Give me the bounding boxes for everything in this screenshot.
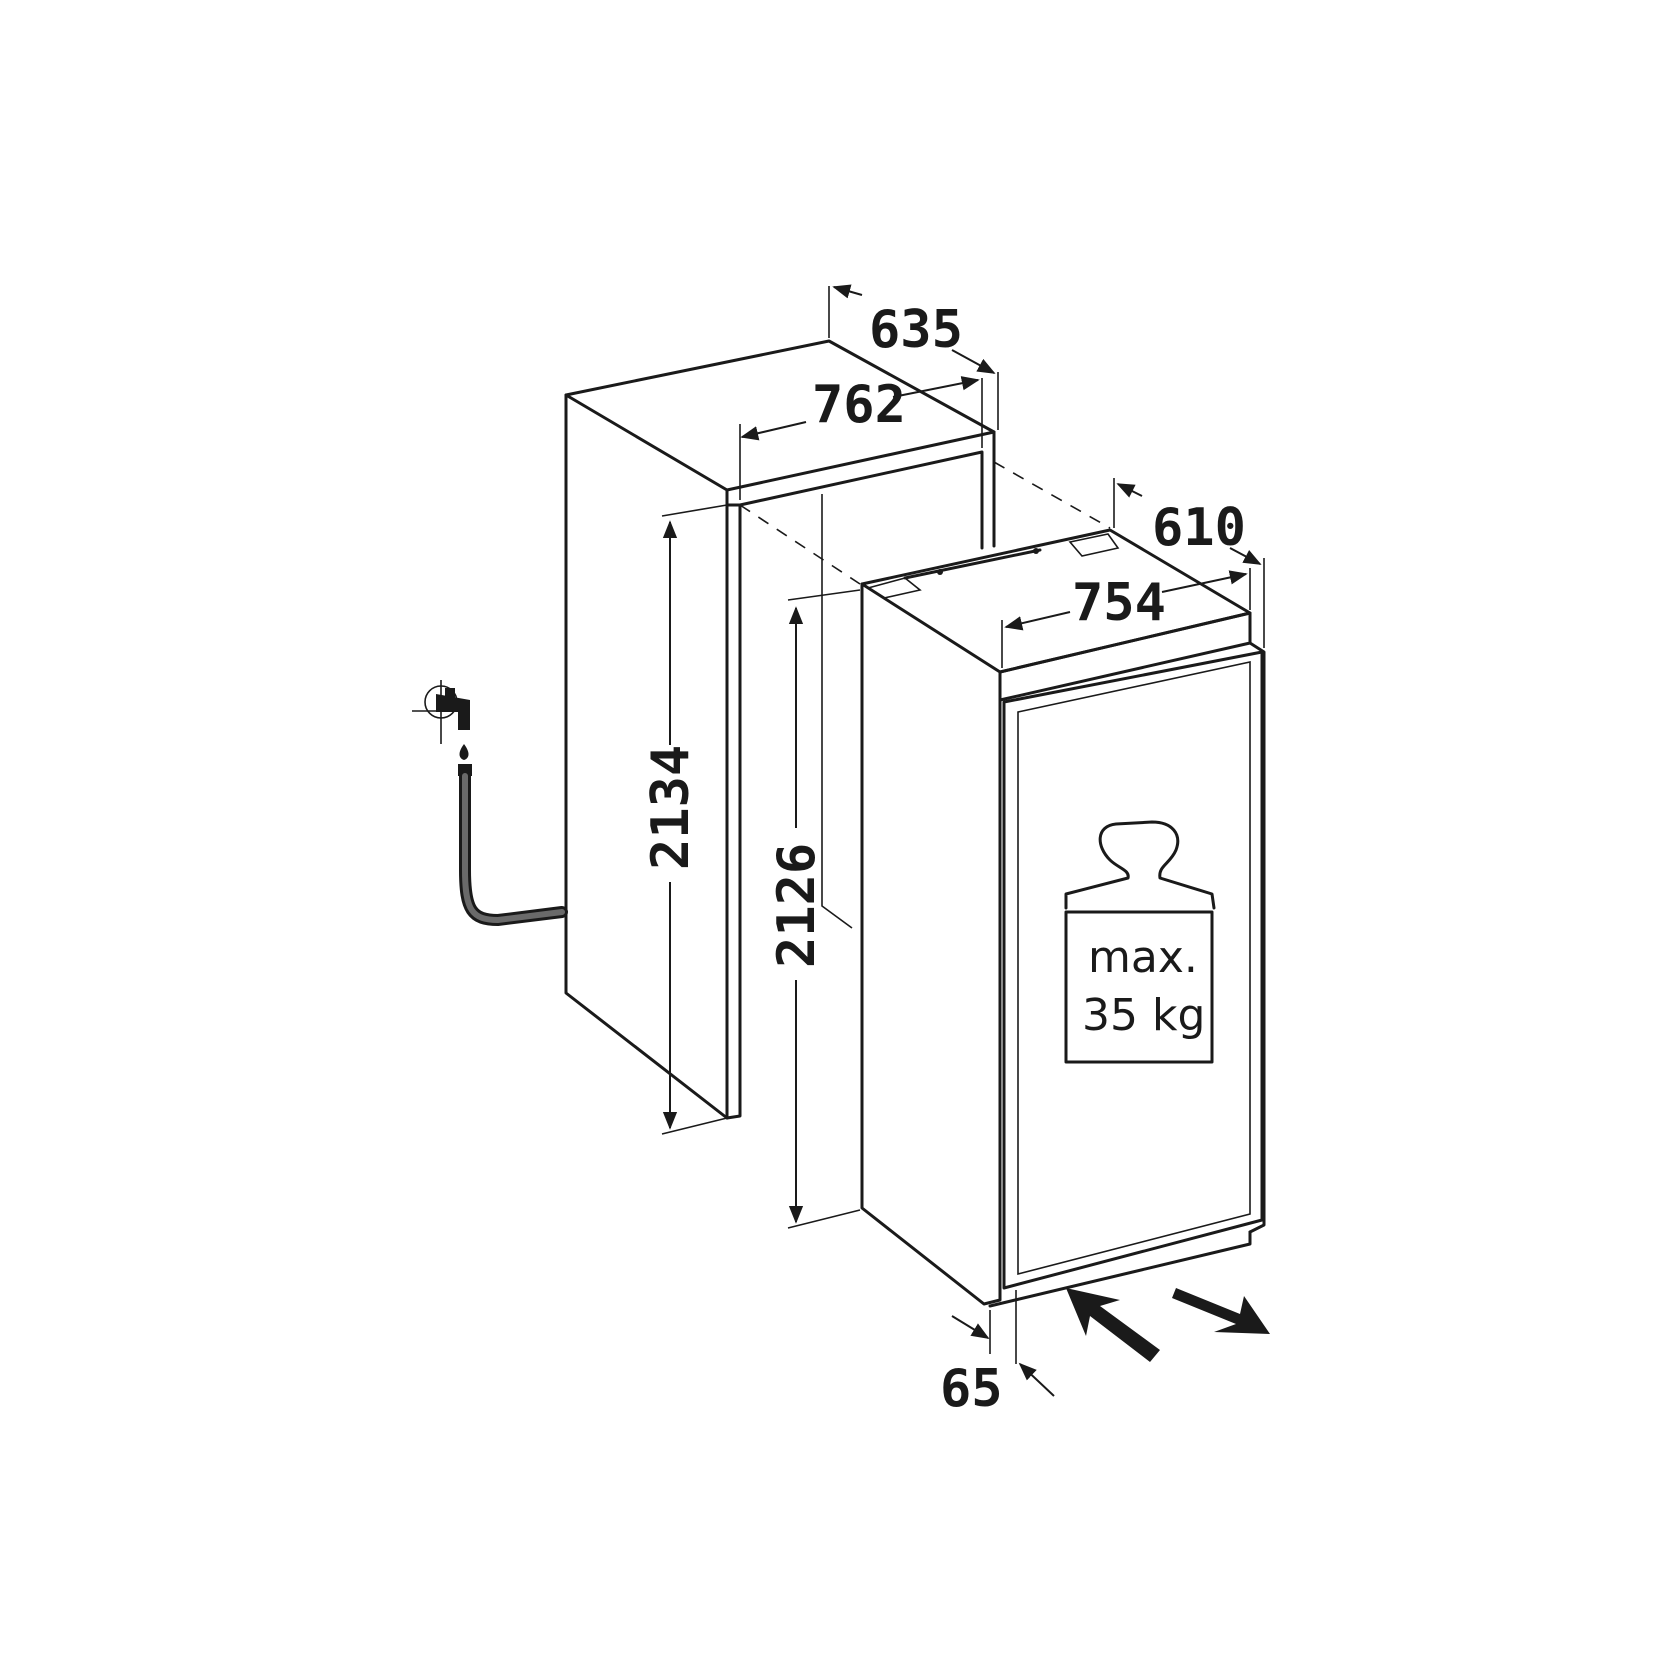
- dimension-762: 762: [739, 375, 983, 500]
- appliance: [860, 528, 1266, 1308]
- weight-line1: max.: [1088, 932, 1198, 983]
- label-2126: 2126: [767, 843, 827, 968]
- dimension-754: 754: [1001, 568, 1251, 668]
- dimension-2134: 2134: [641, 504, 728, 1135]
- label-2134: 2134: [641, 745, 701, 870]
- water-hose: [459, 770, 568, 927]
- label-762: 762: [812, 375, 906, 435]
- alignment-guides: [739, 461, 1111, 585]
- label-754: 754: [1072, 573, 1166, 633]
- dimension-65: 65: [940, 1290, 1055, 1419]
- dimension-610: 610: [1113, 478, 1265, 648]
- dimension-2126: 2126: [767, 589, 861, 1229]
- weight-icon: max. 35 kg: [1064, 820, 1216, 1064]
- weight-line2: 35 kg: [1082, 990, 1205, 1041]
- label-635: 635: [869, 300, 963, 360]
- water-tap-icon: [412, 680, 472, 776]
- dimension-635: 635: [828, 284, 999, 430]
- label-610: 610: [1152, 498, 1246, 558]
- label-65: 65: [940, 1359, 1003, 1419]
- push-in-arrow-icon: [1066, 1288, 1160, 1362]
- pull-out-arrow-icon: [1172, 1288, 1270, 1334]
- niche-cabinet: [564, 339, 996, 1120]
